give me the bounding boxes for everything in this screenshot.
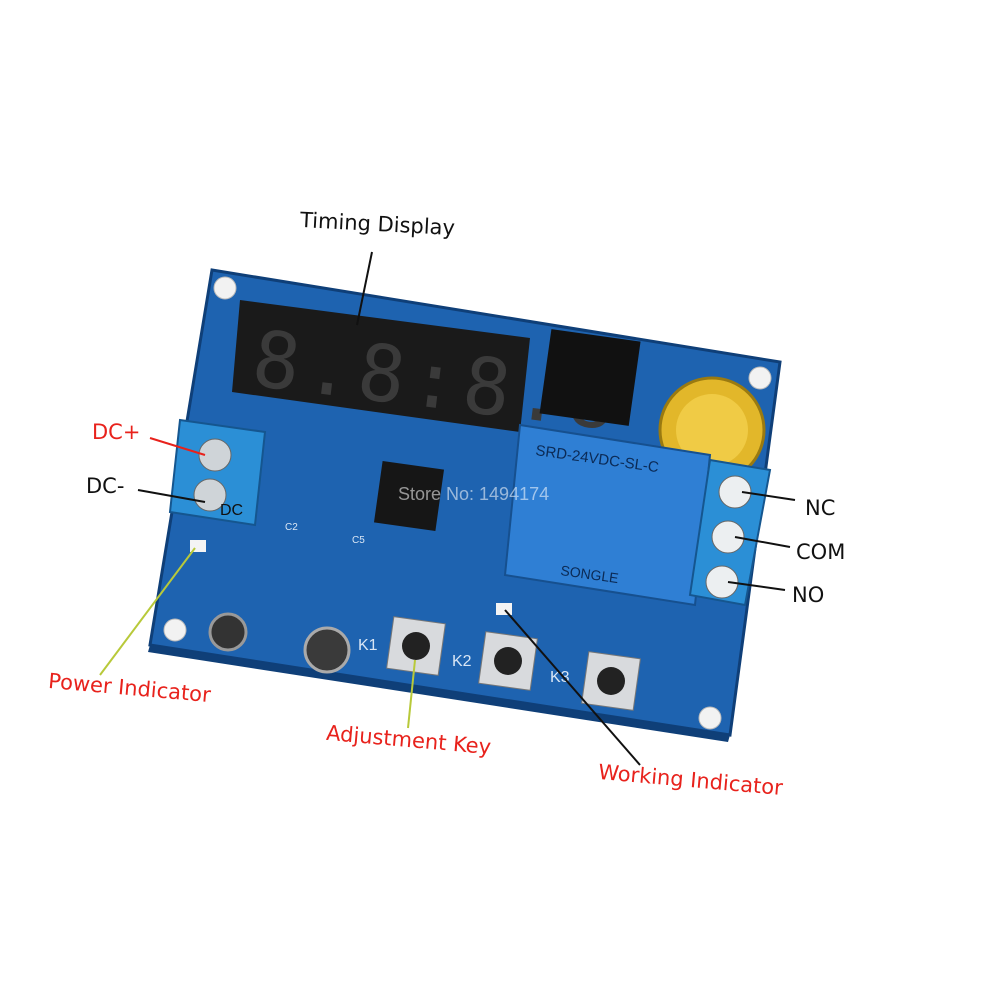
mcu-chip <box>373 460 445 532</box>
driver-ic <box>539 329 641 426</box>
silk-k2: K2 <box>452 653 472 670</box>
leader-working <box>504 609 641 766</box>
screw <box>718 475 752 509</box>
dc-terminal-block <box>168 418 267 527</box>
label-com: COM <box>796 540 846 564</box>
leader-adjust <box>407 659 416 729</box>
label-no: NO <box>792 583 825 607</box>
screw <box>198 438 232 472</box>
watermark: Store No: 1494174 <box>398 484 549 504</box>
capacitor <box>208 612 248 652</box>
leader-timing <box>356 251 373 326</box>
leader-power <box>99 547 196 676</box>
mount-hole <box>748 366 772 390</box>
leader-com <box>734 536 791 548</box>
label-dc-plus: DC+ <box>92 420 141 444</box>
working-led <box>496 603 512 615</box>
silk-c2: C2 <box>285 522 298 533</box>
silk-k1: K1 <box>358 637 378 654</box>
screw <box>193 478 227 512</box>
silk-dc: DC <box>220 502 243 519</box>
label-nc: NC <box>805 496 836 520</box>
mount-hole <box>163 618 187 642</box>
screw <box>705 565 739 599</box>
leader-nc <box>741 491 796 501</box>
leader-dc-plus <box>149 437 206 456</box>
leader-no <box>727 581 786 591</box>
pcb-edge <box>148 645 730 742</box>
silk-k3: K3 <box>550 669 570 686</box>
relay <box>503 423 712 607</box>
leader-dc-minus <box>137 489 206 503</box>
seven-segment-display <box>232 300 530 432</box>
mount-hole <box>698 706 722 730</box>
mount-hole <box>213 276 237 300</box>
capacitor <box>303 626 351 674</box>
silk-c5: C5 <box>352 535 365 546</box>
label-dc-minus: DC- <box>86 474 125 498</box>
screw <box>711 520 745 554</box>
